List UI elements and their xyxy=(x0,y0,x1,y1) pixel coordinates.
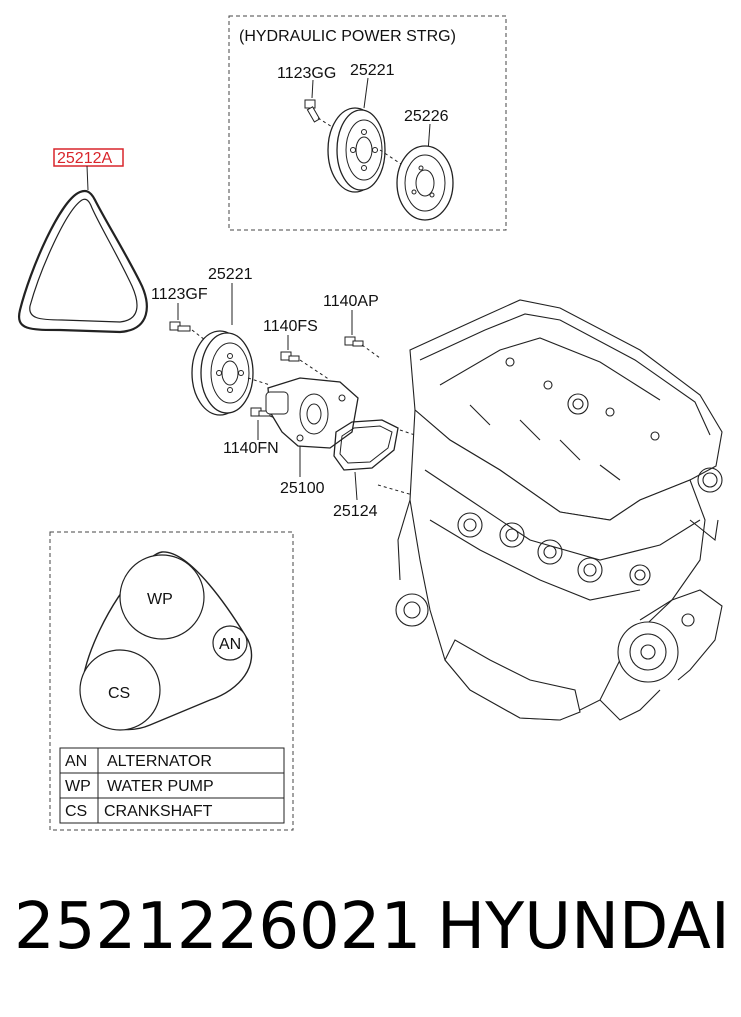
gasket-label: 25124 xyxy=(333,503,378,520)
legend-name: ALTERNATOR xyxy=(107,753,212,770)
wp-bolt2-icon xyxy=(280,351,300,362)
wp-circle-label: WP xyxy=(147,591,173,608)
belt-routing-diagram xyxy=(79,551,253,731)
belt-legend-table xyxy=(59,747,285,824)
wp-bolt4-label: 1140FN xyxy=(223,440,279,457)
ps-bolt-icon xyxy=(304,99,321,123)
wp-bolt1-icon xyxy=(169,321,191,332)
power-steering-box xyxy=(228,15,507,231)
legend-name: WATER PUMP xyxy=(107,778,214,795)
legend-code: AN xyxy=(65,753,87,770)
cs-circle-label: CS xyxy=(108,685,130,702)
part-number: 2521226021 xyxy=(14,890,422,964)
ps-pulley-label: 25221 xyxy=(350,62,395,79)
water-pump-label: 25100 xyxy=(280,480,325,497)
ps-pulley2-icon xyxy=(396,145,454,221)
belt-layout-box xyxy=(49,531,294,831)
wp-bolt2-label: 1140FS xyxy=(263,318,318,335)
wp-bolt3-icon xyxy=(344,336,364,347)
ps-bolt-label: 1123GG xyxy=(277,65,336,82)
parts-diagram: (HYDRAULIC POWER STRG) 1123GG 25221 2522… xyxy=(17,15,723,831)
brand-name: HYUNDAI xyxy=(437,890,730,964)
legend-code: WP xyxy=(65,778,91,795)
an-pulley-circle xyxy=(212,625,248,661)
drive-belt-icon xyxy=(17,189,148,334)
legend-name: CRANKSHAFT xyxy=(104,803,213,820)
wp-pulley-icon xyxy=(191,330,254,416)
engine-block-illustration xyxy=(395,299,723,721)
gasket-icon xyxy=(333,419,399,471)
an-circle-label: AN xyxy=(219,636,241,653)
ps-pulley-icon xyxy=(327,107,386,193)
wp-bolt1-label: 1123GF xyxy=(151,286,208,303)
ps-pulley2-label: 25226 xyxy=(404,108,449,125)
belt-part-highlight xyxy=(53,148,124,167)
power-steering-title: (HYDRAULIC POWER STRG) xyxy=(239,28,456,45)
wp-pulley-label: 25221 xyxy=(208,266,253,283)
wp-bolt3-label: 1140AP xyxy=(323,293,379,310)
legend-code: CS xyxy=(65,803,87,820)
belt-part-label: 25212A xyxy=(57,150,112,167)
wp-pulley-circle xyxy=(119,554,205,640)
water-pump-icon xyxy=(265,377,359,449)
cs-pulley-circle xyxy=(79,649,161,731)
